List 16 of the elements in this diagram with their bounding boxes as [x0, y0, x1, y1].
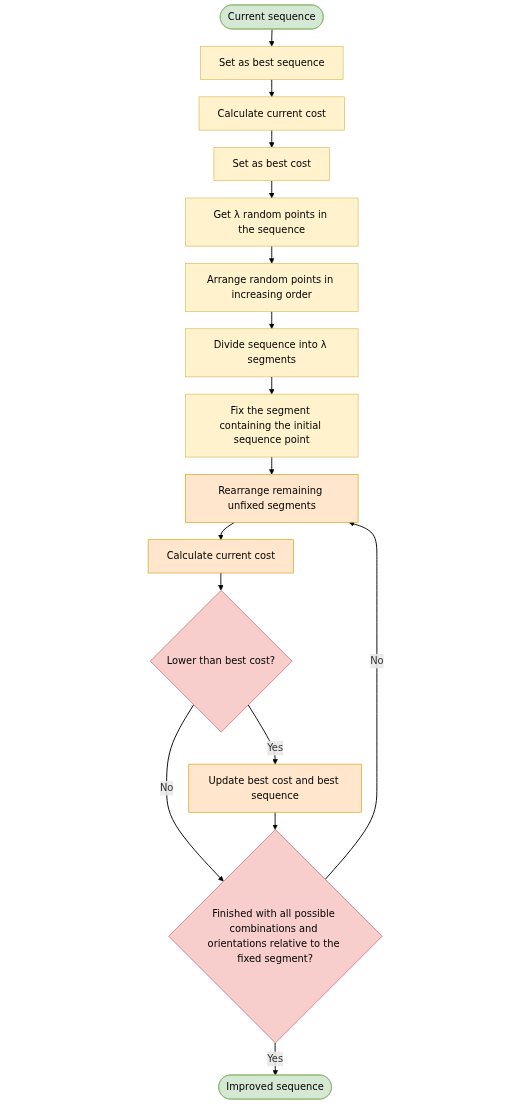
edge-label: Yes: [266, 1052, 283, 1065]
node-box: Set as best sequence: [199, 45, 344, 80]
node-box: Divide sequence into λ segments: [184, 328, 359, 378]
node-box: Update best cost and best sequence: [188, 763, 362, 813]
node-box: Rearrange remaining unfixed segments: [184, 474, 359, 523]
node-diamond: Lower than best cost?: [149, 590, 292, 733]
node-box: Calculate current cost: [198, 96, 345, 131]
edge-label: Yes: [266, 741, 283, 754]
node-box: Set as best cost: [213, 147, 330, 182]
edge-label: No: [369, 655, 384, 667]
edge-label: No: [159, 782, 173, 794]
node-box: Fix the segment containing the initial sequence point: [184, 393, 359, 458]
node-box: Arrange random points in increasing order: [184, 263, 359, 312]
node-diamond: Finished with all possible combinations and orientations relative to the fixed segment?: [168, 829, 383, 1044]
node-box: Get λ random points in the sequence: [184, 197, 359, 247]
node-box: Calculate current cost: [147, 539, 294, 574]
